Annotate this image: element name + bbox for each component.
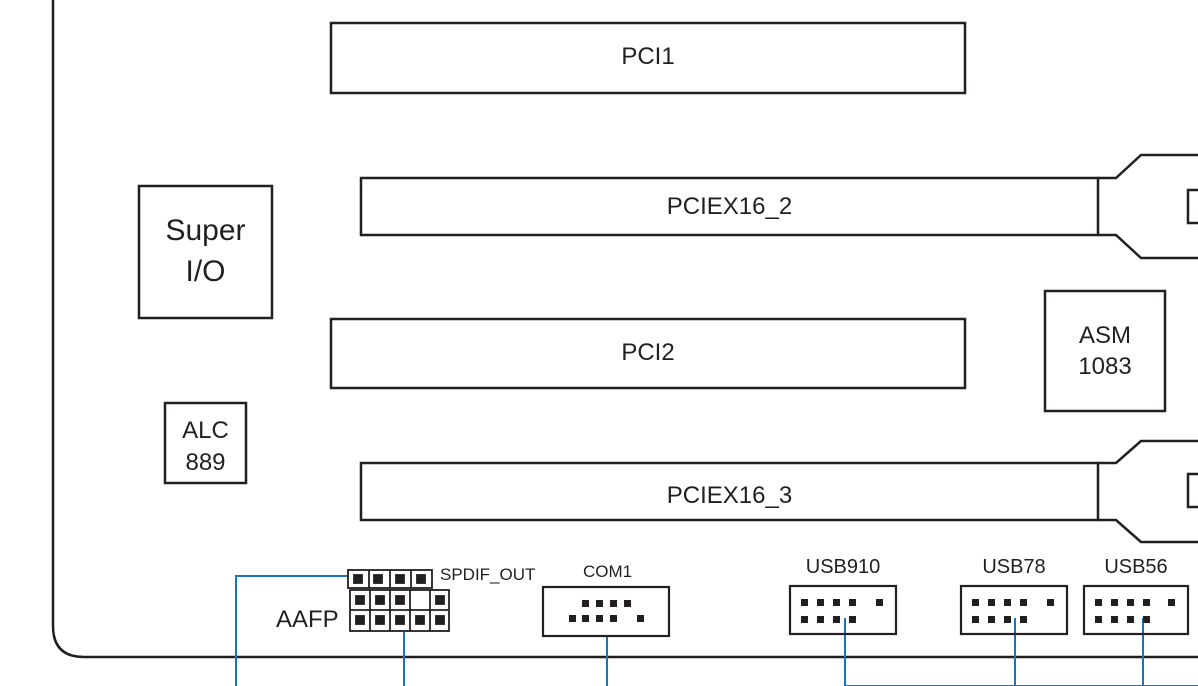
header-label-aafp: AAFP <box>276 606 339 633</box>
header-label-usb78: USB78 <box>982 556 1046 578</box>
spdif-out-header <box>347 569 433 589</box>
connector-lines <box>235 575 1198 686</box>
slot-pciex16-3-latch <box>1098 439 1198 544</box>
slot-label-pci1: PCI1 <box>621 43 675 70</box>
header-label-com1: COM1 <box>583 562 633 581</box>
header-label-usb910: USB910 <box>805 556 881 578</box>
chip-super-io <box>137 184 274 320</box>
slot-label-pciex16-3: PCIEX16_3 <box>666 482 793 509</box>
chip-asm1083 <box>1043 289 1167 413</box>
usb910-header <box>788 584 898 636</box>
slot-pciex16-2 <box>359 176 1100 237</box>
usb56-header <box>1082 584 1190 636</box>
chip-label-super-io-line1: Super <box>165 214 246 247</box>
slot-pciex16-3 <box>359 461 1100 522</box>
header-label-usb56: USB56 <box>1104 556 1168 578</box>
chip-label-super-io-line2: I/O <box>185 255 226 288</box>
com1-header <box>541 585 671 638</box>
slot-pciex16-2-latch <box>1098 153 1198 260</box>
usb78-header <box>959 584 1069 636</box>
slot-pci2 <box>329 317 967 390</box>
chip-alc889 <box>163 401 248 485</box>
board-outline <box>51 0 1198 659</box>
slot-pci1 <box>329 21 967 95</box>
slot-label-pci2: PCI2 <box>621 339 675 366</box>
chip-label-alc-line1: ALC <box>182 417 229 444</box>
chip-label-asm-line2: 1083 <box>1078 353 1132 380</box>
aafp-header <box>349 589 450 632</box>
chip-label-alc-line2: 889 <box>185 449 226 476</box>
header-label-spdif-out: SPDIF_OUT <box>440 565 536 584</box>
chip-label-asm-line1: ASM <box>1078 322 1131 349</box>
slot-label-pciex16-2: PCIEX16_2 <box>666 193 793 220</box>
